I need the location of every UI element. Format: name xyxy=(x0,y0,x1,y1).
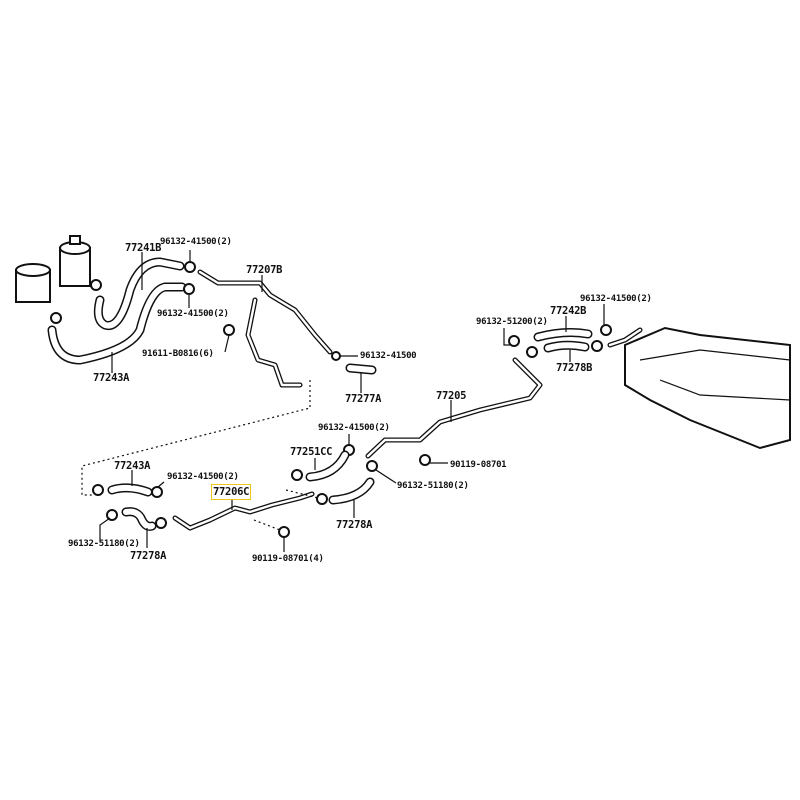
part-label-77277a: 77277A xyxy=(345,393,382,405)
part-label-96132-41500-top: 96132-41500(2) xyxy=(160,237,232,247)
part-label-77206c-highlighted[interactable]: 77206C xyxy=(210,484,252,500)
part-label-96132-41500-tank: 96132-41500(2) xyxy=(580,294,652,304)
bolt-dashed-line xyxy=(253,519,281,531)
part-label-96132-41500-mid: 96132-41500(2) xyxy=(157,309,229,319)
part-label-96132-41500: 96132-41500 xyxy=(360,351,417,361)
part-label-96132-51180-left: 96132-51180(2) xyxy=(68,539,140,549)
part-label-77207b: 77207B xyxy=(246,264,283,276)
part-label-77205: 77205 xyxy=(436,390,467,402)
charcoal-canister xyxy=(15,235,91,303)
part-label-77241b: 77241B xyxy=(125,242,162,254)
part-label-77251cc: 77251CC xyxy=(290,446,333,458)
hose-77243a-bottom xyxy=(107,483,153,497)
part-label-77242b: 77242B xyxy=(550,305,587,317)
hose-77243a-top xyxy=(47,282,187,365)
hose-77278a-left xyxy=(121,507,157,531)
part-label-90119-08701-4: 90119-08701(4) xyxy=(252,554,324,564)
connection-dashed-line xyxy=(81,380,311,496)
fuel-tube-77207b xyxy=(197,269,333,388)
part-label-96132-51180-right: 96132-51180(2) xyxy=(397,481,469,491)
hose-77277a xyxy=(345,363,377,375)
part-label-96132-51200: 96132-51200(2) xyxy=(476,317,548,327)
hose-77278b xyxy=(543,340,590,353)
fuel-tube-77206c xyxy=(172,491,315,531)
hose-77278a-right xyxy=(328,477,375,505)
hose-77241b xyxy=(93,257,185,330)
hose-77242b xyxy=(533,328,593,342)
part-label-91611-b0816: 91611-B0816(6) xyxy=(142,349,214,359)
part-label-77243a-bottom: 77243A xyxy=(114,460,151,472)
hose-dashed-line xyxy=(285,489,319,499)
part-label-96132-41500-center: 96132-41500(2) xyxy=(318,423,390,433)
hose-clamps xyxy=(50,261,612,538)
part-label-96132-41500-left: 96132-41500(2) xyxy=(167,472,239,482)
part-label-77278a-right: 77278A xyxy=(336,519,373,531)
part-label-77278b: 77278B xyxy=(556,362,593,374)
part-label-90119-08701: 90119-08701 xyxy=(450,460,507,470)
part-label-77243a-top: 77243A xyxy=(93,372,130,384)
fuel-tube-77205 xyxy=(365,357,543,459)
leader-lines xyxy=(99,250,605,552)
part-label-77278a-left: 77278A xyxy=(130,550,167,562)
fuel-tank xyxy=(607,326,791,450)
hose-77251cc xyxy=(305,450,350,482)
